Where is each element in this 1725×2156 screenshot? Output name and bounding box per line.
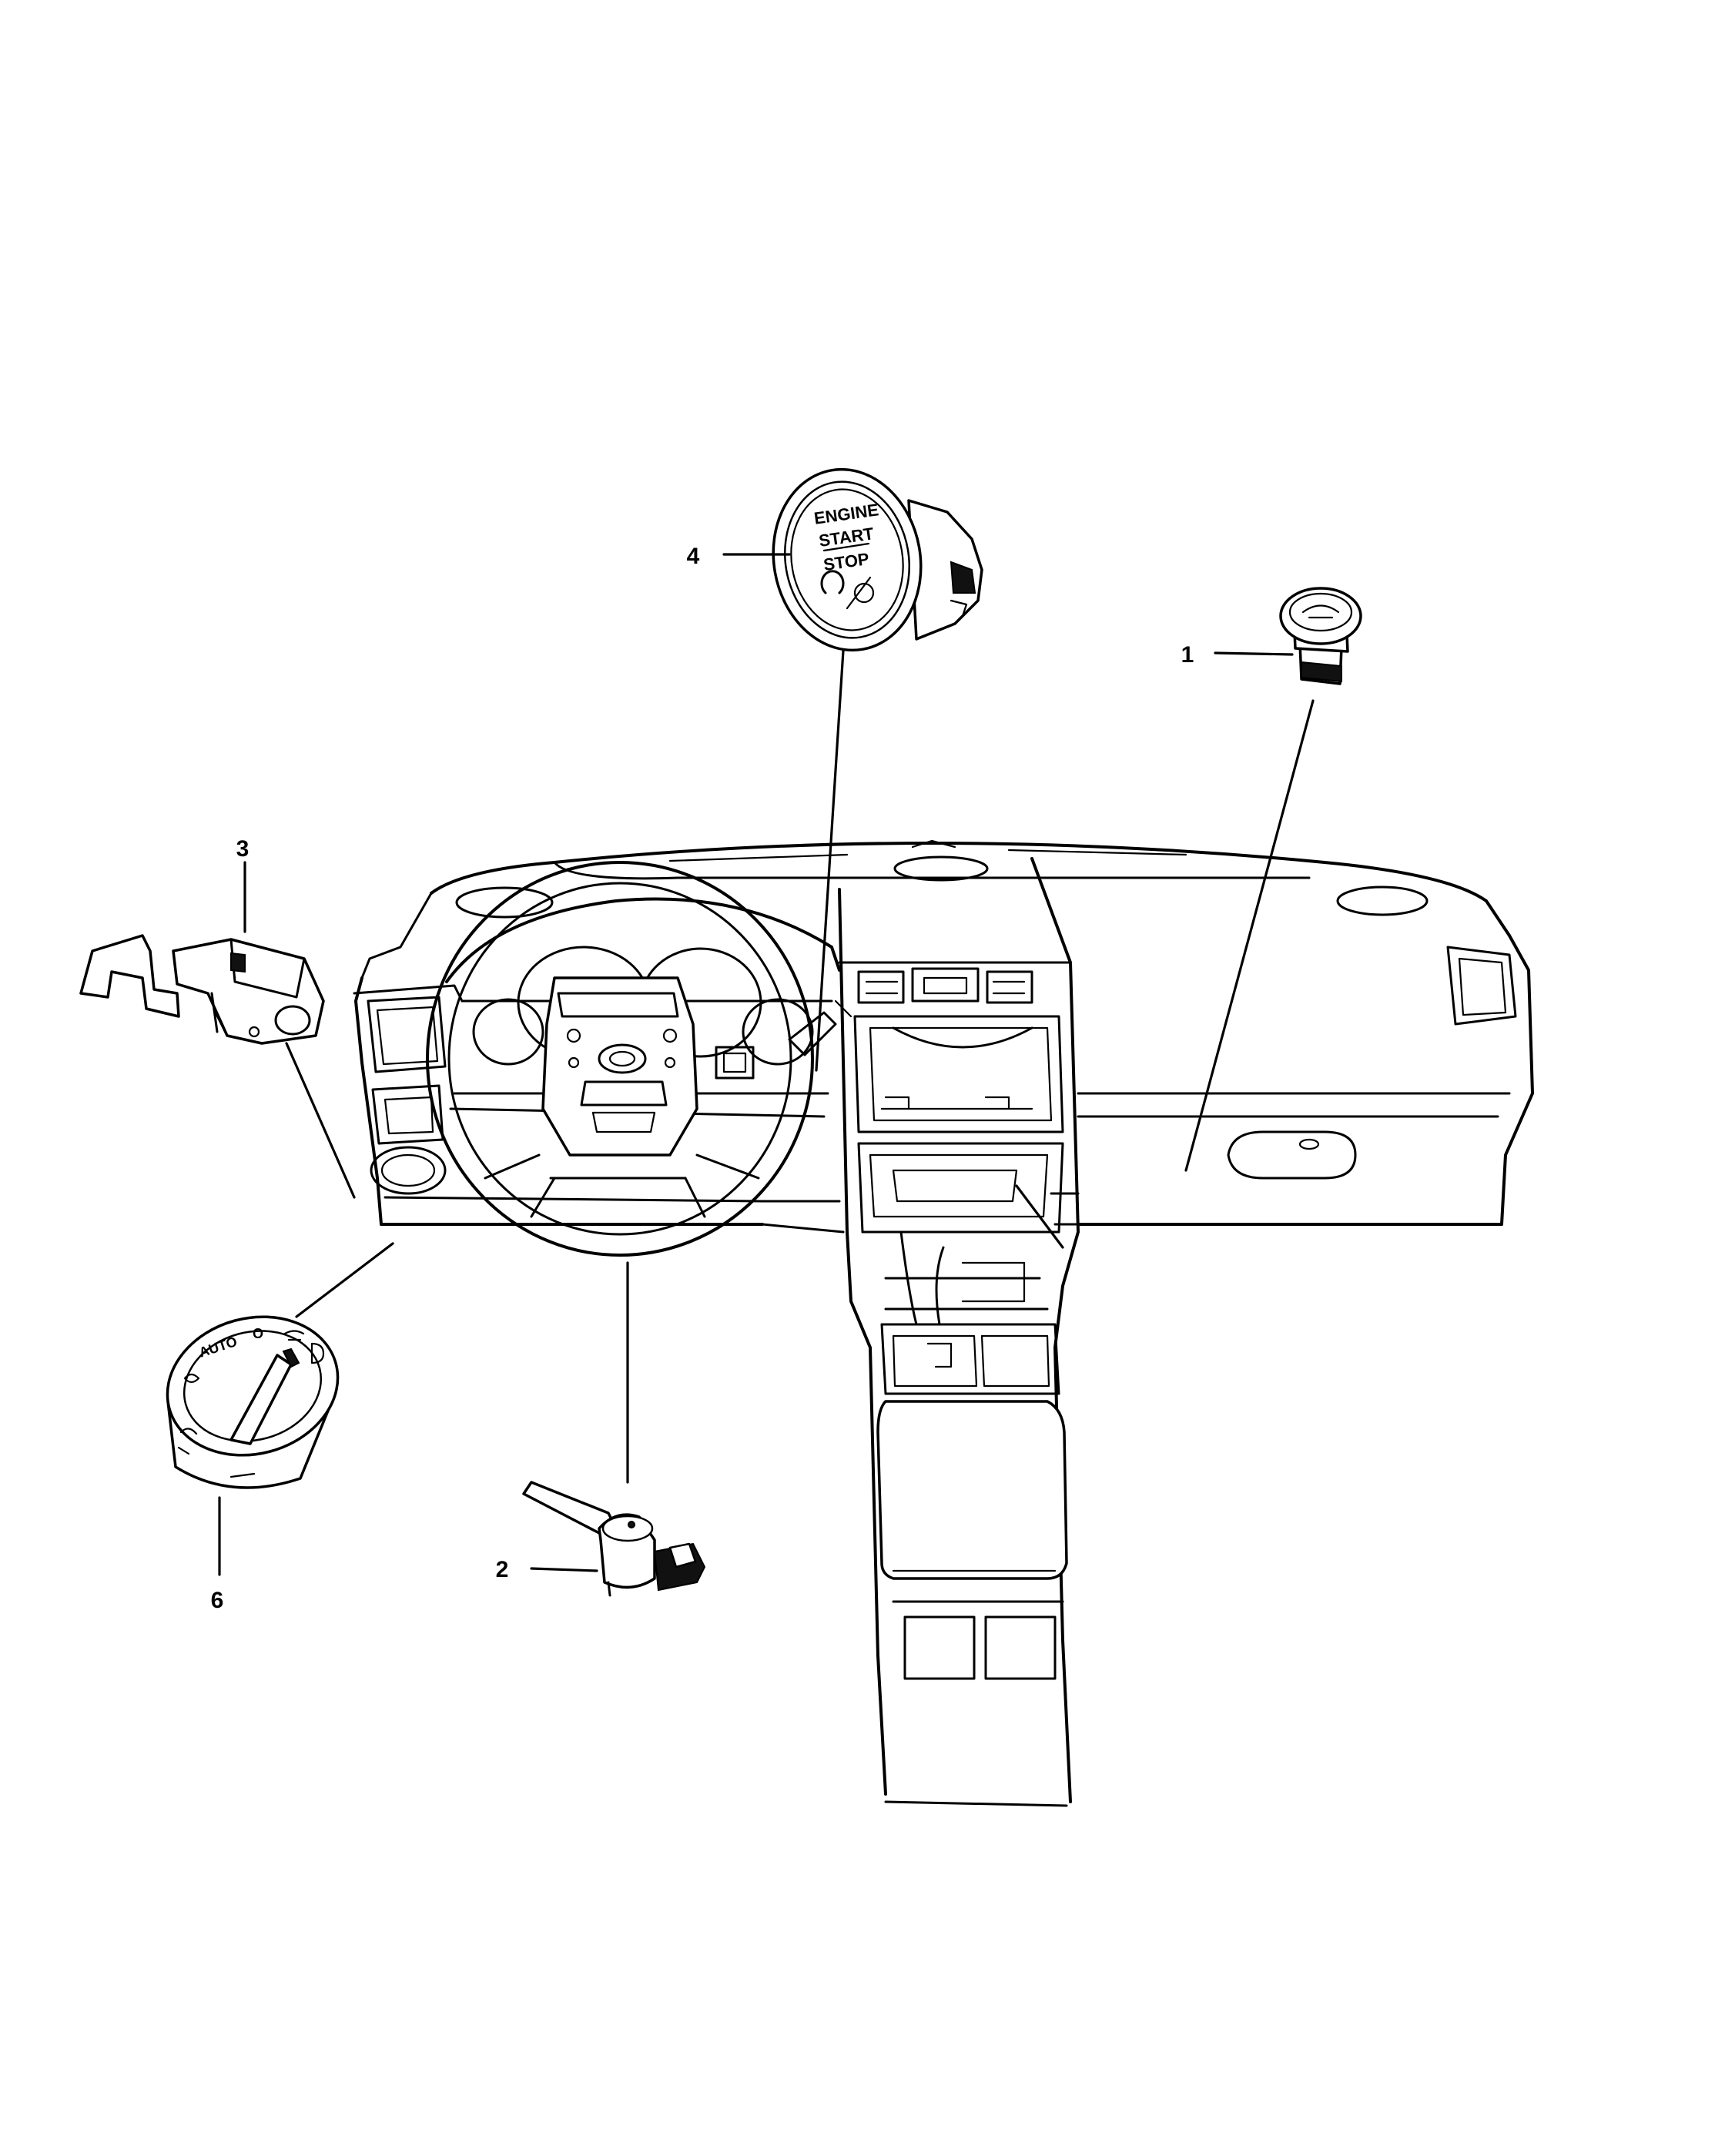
brake-pedal-icon bbox=[853, 582, 875, 604]
switch-part-3 bbox=[79, 934, 325, 1045]
callout-3: 3 bbox=[236, 836, 250, 862]
sensor-part-2 bbox=[522, 1481, 706, 1597]
callout-2: 2 bbox=[496, 1557, 509, 1582]
switch-part-1 bbox=[1279, 587, 1362, 685]
leader-lines bbox=[218, 553, 1315, 1576]
callout-labels: 1 2 3 4 6 bbox=[211, 544, 1194, 1613]
callout-1: 1 bbox=[1181, 642, 1194, 668]
callout-6: 6 bbox=[211, 1588, 224, 1613]
dimmer-icon bbox=[179, 1428, 198, 1435]
fog-lamp-icon bbox=[183, 1373, 200, 1384]
instrument-panel bbox=[353, 839, 1534, 1807]
engine-start-stop-button: ENGINE START STOP bbox=[772, 467, 983, 652]
headlamp-switch: AUTO O bbox=[166, 1315, 340, 1489]
headlamp-icon bbox=[310, 1342, 325, 1364]
parking-lamp-icon bbox=[283, 1330, 305, 1341]
rear-defrost-icon bbox=[1301, 604, 1340, 619]
callout-4: 4 bbox=[687, 544, 700, 569]
center-stack bbox=[838, 857, 1080, 1807]
steering-wheel bbox=[426, 861, 814, 1257]
power-symbol-icon bbox=[820, 570, 845, 594]
headlamp-off-text: O bbox=[253, 1326, 263, 1341]
